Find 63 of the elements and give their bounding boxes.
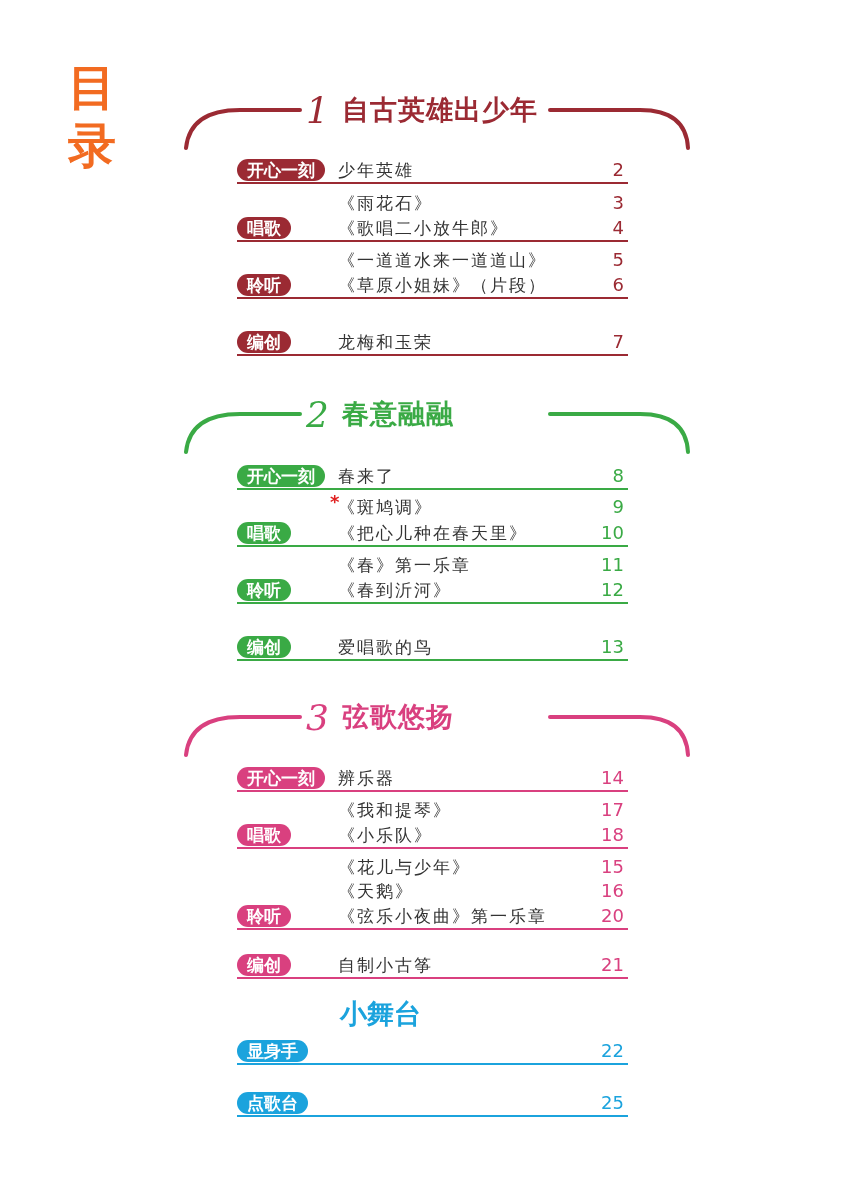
category-tag: 编创 bbox=[237, 954, 291, 976]
entry-title: 龙梅和玉荣 bbox=[338, 331, 433, 353]
entry-title: 《把心儿种在春天里》 bbox=[338, 522, 528, 544]
entry-title: 《春》第一乐章 bbox=[338, 554, 471, 576]
page-number: 20 bbox=[601, 905, 624, 927]
entry-title: 《雨花石》 bbox=[338, 192, 433, 214]
category-tag: 显身手 bbox=[237, 1040, 308, 1062]
page-number: 4 bbox=[612, 217, 624, 239]
page-number: 2 bbox=[612, 159, 624, 181]
page-number: 3 bbox=[612, 192, 624, 214]
section-number: 1 bbox=[306, 90, 329, 131]
category-tag: 编创 bbox=[237, 331, 291, 353]
asterisk-mark: * bbox=[330, 491, 340, 512]
page-number: 9 bbox=[612, 496, 624, 518]
entry-title: 《花儿与少年》 bbox=[338, 856, 471, 878]
entry-title: 《天鹅》 bbox=[338, 880, 414, 902]
category-tag: 唱歌 bbox=[237, 217, 291, 239]
page-number: 16 bbox=[601, 880, 624, 902]
page-title: 目录 bbox=[68, 58, 117, 174]
entry-title: 春来了 bbox=[338, 465, 395, 487]
category-tag: 聆听 bbox=[237, 274, 291, 296]
section-number: 3 bbox=[306, 697, 329, 738]
page-number: 7 bbox=[612, 331, 624, 353]
category-tag: 唱歌 bbox=[237, 824, 291, 846]
page-number: 6 bbox=[612, 274, 624, 296]
category-tag: 开心一刻 bbox=[237, 767, 325, 789]
category-tag: 点歌台 bbox=[237, 1092, 308, 1114]
entry-title: 自制小古筝 bbox=[338, 954, 433, 976]
entry-title: 《我和提琴》 bbox=[338, 799, 452, 821]
page-number: 13 bbox=[601, 636, 624, 658]
section-title: 弦歌悠扬 bbox=[342, 700, 454, 734]
page-number: 17 bbox=[601, 799, 624, 821]
page-number: 22 bbox=[601, 1040, 624, 1062]
page-number: 11 bbox=[601, 554, 624, 576]
entry-title: 少年英雄 bbox=[338, 159, 414, 181]
category-tag: 唱歌 bbox=[237, 522, 291, 544]
entry-title: 《小乐队》 bbox=[338, 824, 433, 846]
section-number: 2 bbox=[306, 394, 329, 435]
category-tag: 开心一刻 bbox=[237, 465, 325, 487]
page-number: 8 bbox=[612, 465, 624, 487]
page-number: 18 bbox=[601, 824, 624, 846]
page-number: 5 bbox=[612, 249, 624, 271]
entry-title: 《斑鸠调》 bbox=[338, 497, 433, 518]
entry-title: 爱唱歌的鸟 bbox=[338, 636, 433, 658]
entry-title: 《草原小姐妹》（片段） bbox=[338, 274, 547, 296]
section-title: 自古英雄出少年 bbox=[342, 93, 538, 127]
entry-title: 《歌唱二小放牛郎》 bbox=[338, 217, 509, 239]
section-title: 春意融融 bbox=[342, 397, 454, 431]
entry-title: 《一道道水来一道道山》 bbox=[338, 249, 547, 271]
category-tag: 开心一刻 bbox=[237, 159, 325, 181]
section-title: 小舞台 bbox=[340, 997, 421, 1031]
page-number: 25 bbox=[601, 1092, 624, 1114]
entry-title: 辨乐器 bbox=[338, 767, 395, 789]
category-tag: 编创 bbox=[237, 636, 291, 658]
entry-title: 《弦乐小夜曲》第一乐章 bbox=[338, 905, 547, 927]
page-number: 12 bbox=[601, 579, 624, 601]
entry-title: 《春到沂河》 bbox=[338, 579, 452, 601]
category-tag: 聆听 bbox=[237, 905, 291, 927]
category-tag: 聆听 bbox=[237, 579, 291, 601]
page-number: 21 bbox=[601, 954, 624, 976]
page-number: 14 bbox=[601, 767, 624, 789]
page-number: 10 bbox=[601, 522, 624, 544]
page-number: 15 bbox=[601, 856, 624, 878]
